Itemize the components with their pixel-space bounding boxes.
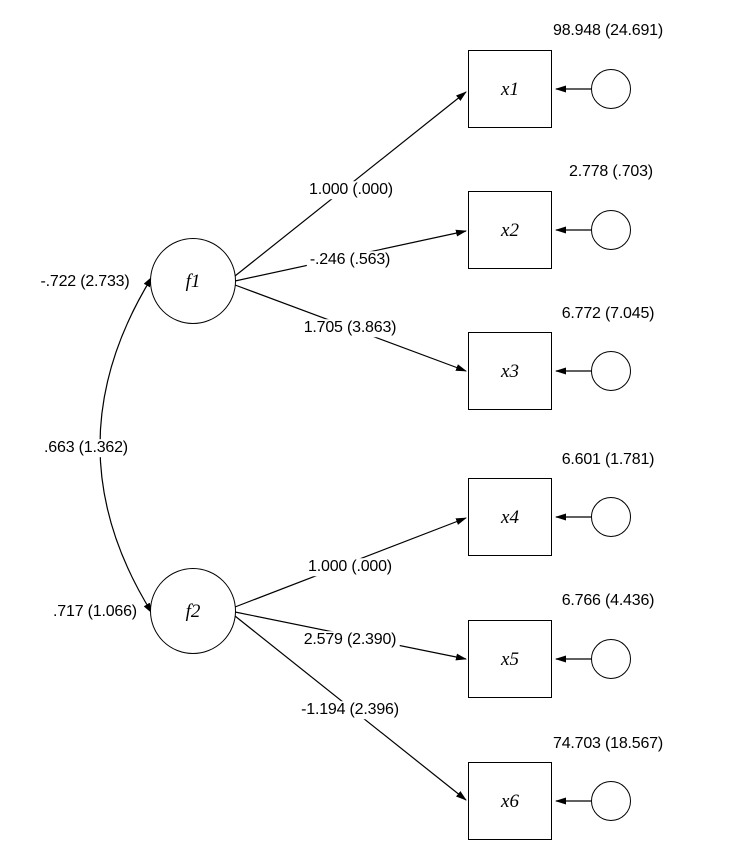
observed-node-x3: x3 <box>468 332 552 410</box>
error-variance-label-x2: 2.778 (.703) <box>566 163 656 181</box>
loading-label-f2-x6: -1.194 (2.396) <box>298 701 402 719</box>
error-node-x1 <box>591 69 631 109</box>
loading-label-f2-x5: 2.579 (2.390) <box>300 631 400 649</box>
error-node-x4 <box>591 497 631 537</box>
covariance-label: .663 (1.362) <box>41 439 131 457</box>
observed-node-x4: x4 <box>468 478 552 556</box>
loading-label-f1-x2: -.246 (.563) <box>306 251 394 269</box>
error-variance-label-x5: 6.766 (4.436) <box>558 592 658 610</box>
error-node-x5 <box>591 639 631 679</box>
observed-node-x2: x2 <box>468 191 552 269</box>
error-variance-label-x4: 6.601 (1.781) <box>558 451 658 469</box>
loading-label-f2-x4: 1.000 (.000) <box>305 558 395 576</box>
observed-label-x4: x4 <box>501 506 519 528</box>
observed-label-x5: x5 <box>501 648 519 670</box>
observed-node-x6: x6 <box>468 762 552 840</box>
error-node-x2 <box>591 210 631 250</box>
observed-label-x2: x2 <box>501 219 519 241</box>
factor-node-f1: f1 <box>150 238 236 324</box>
factor-node-f2: f2 <box>150 568 236 654</box>
factor-variance-label-f2: .717 (1.066) <box>50 603 140 621</box>
observed-node-x1: x1 <box>468 50 552 128</box>
error-variance-label-x6: 74.703 (18.567) <box>550 735 666 753</box>
observed-node-x5: x5 <box>468 620 552 698</box>
error-node-x3 <box>591 351 631 391</box>
error-variance-label-x1: 98.948 (24.691) <box>550 22 666 40</box>
factor-label-f2: f2 <box>185 600 201 622</box>
error-variance-label-x3: 6.772 (7.045) <box>558 305 658 323</box>
observed-label-x3: x3 <box>501 360 519 382</box>
factor-variance-label-f1: -.722 (2.733) <box>37 273 133 291</box>
observed-label-x1: x1 <box>501 78 519 100</box>
loading-label-f1-x1: 1.000 (.000) <box>306 181 396 199</box>
loading-label-f1-x3: 1.705 (3.863) <box>300 319 400 337</box>
factor-label-f1: f1 <box>185 270 201 292</box>
observed-label-x6: x6 <box>501 790 519 812</box>
error-node-x6 <box>591 781 631 821</box>
